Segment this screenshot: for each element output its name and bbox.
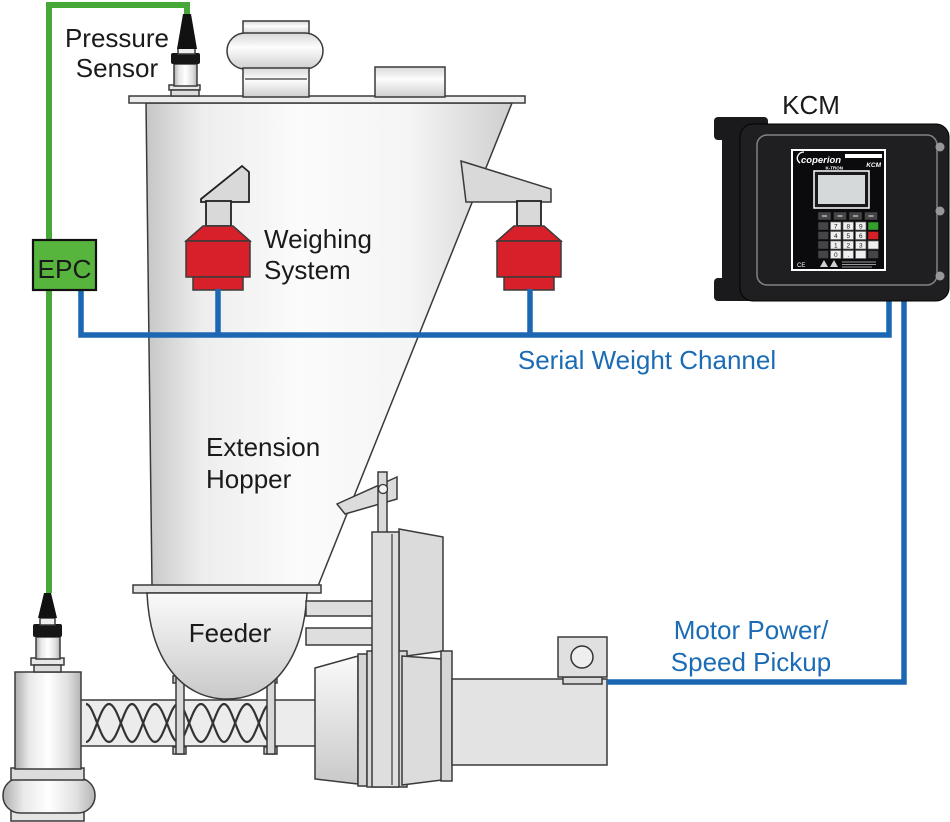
kcm-display-screen — [818, 175, 865, 204]
load-cell-neck — [205, 200, 232, 227]
sensor-knurled-ring — [33, 624, 62, 637]
pressure-sensor-label: Sensor — [76, 53, 159, 83]
gear-frustum — [314, 655, 359, 785]
sensor-body — [35, 636, 61, 660]
svg-text:8: 8 — [846, 223, 850, 230]
hopper-lid-plate — [128, 95, 526, 104]
drive-motor-graphic — [314, 471, 608, 788]
kcm-stop-key — [867, 231, 879, 240]
hopper-vent-bellows — [226, 20, 324, 98]
top-pressure-sensor-graphic — [168, 14, 201, 97]
weight-channel-wire — [78, 289, 892, 338]
svg-text:7: 7 — [834, 223, 838, 230]
kcm-label: KCM — [782, 90, 840, 120]
kcm-model: KCM — [866, 162, 881, 169]
faceplate-bar — [845, 154, 882, 158]
feeder-rail-lower — [305, 627, 379, 646]
kcm-brand: coperion — [801, 155, 841, 166]
kcm-screw-dot — [935, 271, 945, 281]
faceplate-panel — [791, 149, 886, 271]
hopper-cone — [145, 102, 514, 587]
sensor-flange — [10, 767, 85, 781]
motor-body — [451, 678, 608, 766]
motor-plate-skewed — [401, 655, 443, 786]
gear-band — [357, 653, 368, 787]
faceplate-fine-print — [842, 261, 876, 268]
sensor-flare-band — [33, 664, 62, 673]
bottom-pressure-sensor-graphic — [2, 593, 96, 822]
load-cell-top — [495, 225, 563, 242]
sensor-body — [173, 63, 198, 87]
extension-hopper-graphic — [128, 20, 526, 594]
svg-text:0: 0 — [834, 252, 838, 259]
kcm-ce-mark: CE — [797, 263, 805, 269]
motor-power-label: Speed Pickup — [671, 647, 831, 677]
sensor-flare-band — [170, 89, 200, 97]
load-cell-bracket — [460, 159, 552, 203]
sensor-tip-cone — [177, 14, 197, 49]
drive-box-upper — [398, 528, 444, 658]
sensor-housing-cylinder — [14, 671, 82, 770]
svg-text:5: 5 — [846, 233, 850, 240]
feeder-label: Feeder — [189, 618, 272, 648]
load-cell-body — [496, 240, 562, 278]
drive-column — [371, 531, 400, 788]
load-cell-neck — [516, 200, 542, 227]
epc-box: EPC — [31, 238, 98, 292]
speed-pickup — [557, 636, 608, 685]
feeder-graphic — [77, 592, 379, 755]
hopper-refill-port — [374, 66, 446, 98]
sensor-tip-cone — [38, 593, 57, 618]
kcm-keypad: 7 8 9 4 5 6 1 2 3 0 . — [817, 211, 879, 259]
mount-rod — [377, 471, 388, 535]
svg-text:9: 9 — [859, 223, 863, 230]
sensor-foot-bulge — [2, 777, 96, 814]
sensor-neck — [39, 617, 56, 626]
pressure-sensor-label: Pressure — [65, 23, 169, 53]
epc-body — [31, 238, 98, 292]
load-cell-body — [185, 240, 251, 278]
kcm-faceplate: coperion K-TRON KCM — [791, 149, 886, 271]
serial-weight-channel-label: Serial Weight Channel — [518, 345, 776, 375]
coperion-swoosh-icon — [796, 151, 805, 164]
motor-flange — [440, 650, 453, 782]
load-cell-foot — [503, 276, 555, 291]
pressure-signal-wire — [46, 2, 190, 593]
load-cell-wedge — [200, 164, 250, 203]
svg-text:1: 1 — [834, 242, 838, 249]
svg-text:6: 6 — [859, 233, 863, 240]
motor-power-wire — [607, 297, 907, 685]
gusset-pin-hole — [377, 483, 389, 495]
feeder-rail-upper — [305, 600, 379, 617]
extension-hopper-label: Hopper — [206, 464, 292, 494]
warning-triangle-icon — [830, 260, 838, 267]
kcm-screw-dot — [935, 142, 945, 152]
feeder-bowl-dome — [146, 592, 308, 700]
svg-text:3: 3 — [859, 242, 863, 249]
hopper-bottom-flange — [132, 584, 322, 594]
svg-text:4: 4 — [834, 233, 838, 240]
motor-power-label: Motor Power/ — [674, 615, 829, 645]
pickup-shaft-circle — [570, 645, 594, 669]
sensor-knurled-ring — [171, 53, 200, 64]
load-cell-left-graphic — [184, 164, 252, 291]
epc-label: EPC — [38, 254, 92, 284]
load-cell-foot — [192, 276, 244, 291]
svg-text:.: . — [847, 252, 849, 259]
diagram-labels: Pressure Sensor Weighing System Extensio… — [65, 23, 840, 677]
kcm-controller-graphic: coperion K-TRON KCM — [714, 117, 950, 302]
warning-triangle-icon — [820, 260, 828, 267]
kcm-start-key — [867, 221, 879, 231]
weighing-system-label: Weighing — [264, 224, 372, 254]
load-cell-right-graphic — [460, 159, 563, 291]
svg-text:2: 2 — [846, 242, 850, 249]
weighing-system-label: System — [264, 255, 351, 285]
kcm-brand-sub: K-TRON — [826, 166, 844, 171]
kcm-screw-dot — [935, 206, 945, 216]
extension-hopper-label: Extension — [206, 432, 320, 462]
